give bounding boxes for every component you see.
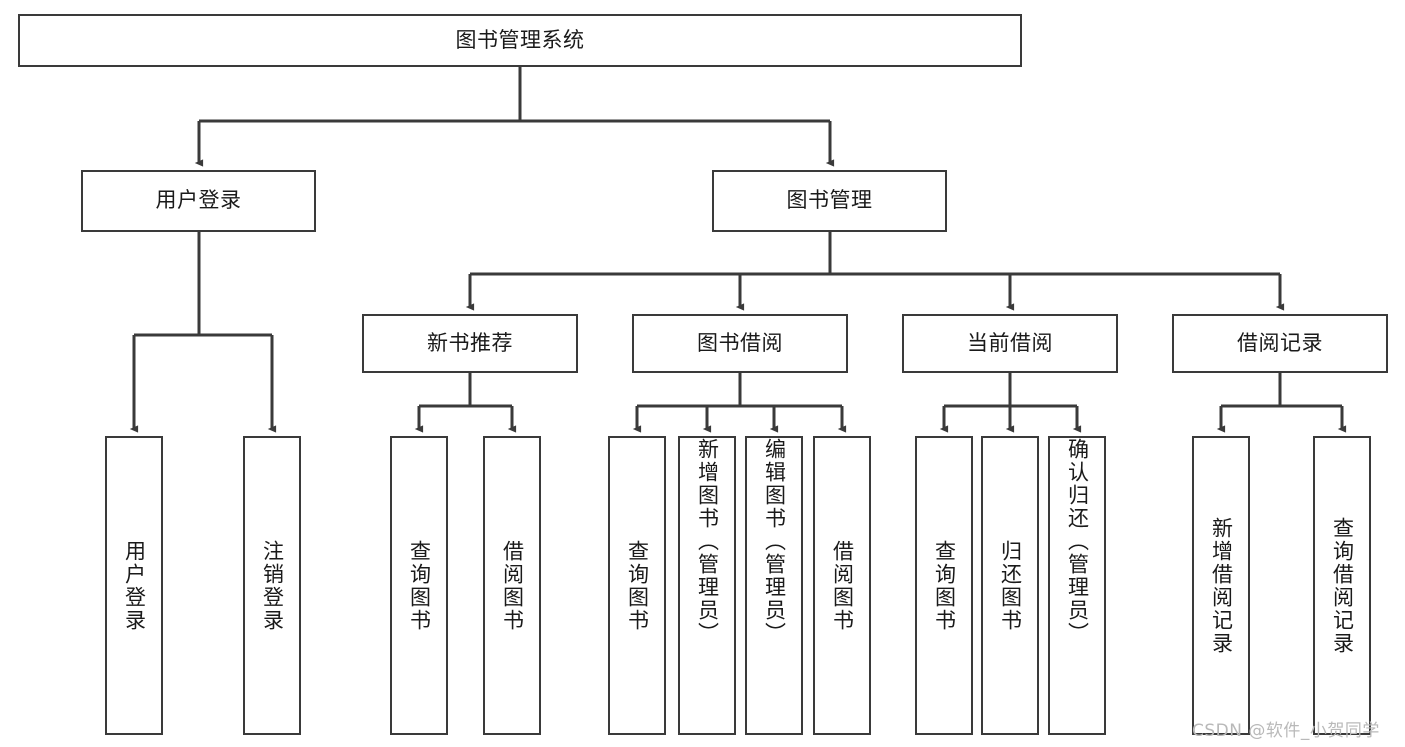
leaf-label: 借阅图书 [500,539,525,632]
node-new-book-recommend[interactable]: 新书推荐 [362,314,578,373]
leaf-label: 新增图书（管理员） [695,438,720,645]
leaf-borrow-edit-book[interactable]: 编辑图书（管理员） [745,436,803,735]
node-borrow-records[interactable]: 借阅记录 [1172,314,1388,373]
leaf-user-login-signin[interactable]: 用户登录 [105,436,163,735]
node-book-management[interactable]: 图书管理 [712,170,947,232]
node-book-borrow-label: 图书借阅 [697,330,783,355]
leaf-text-wrap: 新增图书（管理员） [680,438,734,733]
leaf-current-query-book[interactable]: 查询图书 [915,436,973,735]
leaf-borrow-query-book[interactable]: 查询图书 [608,436,666,735]
leaf-label: 借阅图书 [830,539,855,632]
node-current-borrow-label: 当前借阅 [967,330,1053,355]
node-borrow-records-label: 借阅记录 [1237,330,1323,355]
leaf-text-wrap: 借阅图书 [815,438,869,733]
leaf-label: 查询图书 [407,539,432,632]
leaf-current-confirm-return[interactable]: 确认归还（管理员） [1048,436,1106,735]
leaf-text-wrap: 查询图书 [917,438,971,733]
leaf-label: 查询图书 [625,539,650,632]
leaf-label: 编辑图书（管理员） [762,438,787,645]
node-current-borrow[interactable]: 当前借阅 [902,314,1118,373]
leaf-label: 归还图书 [998,539,1023,632]
leaf-recommend-query-book[interactable]: 查询图书 [390,436,448,735]
leaf-text-wrap: 归还图书 [983,438,1037,733]
leaf-text-wrap: 借阅图书 [485,438,539,733]
node-book-borrow[interactable]: 图书借阅 [632,314,848,373]
leaf-recommend-borrow-book[interactable]: 借阅图书 [483,436,541,735]
leaf-label: 确认归还（管理员） [1065,438,1090,645]
node-new-book-recommend-label: 新书推荐 [427,330,513,355]
leaf-text-wrap: 用户登录 [107,438,161,733]
csdn-watermark: CSDN @软件_小贺同学 [1192,721,1380,741]
leaf-label: 注销登录 [260,539,285,632]
leaf-text-wrap: 确认归还（管理员） [1050,438,1104,733]
leaf-text-wrap: 查询图书 [610,438,664,733]
leaf-label: 查询借阅记录 [1330,516,1355,655]
leaf-borrow-borrow-book[interactable]: 借阅图书 [813,436,871,735]
node-user-login-label: 用户登录 [155,188,242,213]
leaf-text-wrap: 注销登录 [245,438,299,733]
leaf-borrow-add-book[interactable]: 新增图书（管理员） [678,436,736,735]
leaf-label: 查询图书 [932,539,957,632]
leaf-text-wrap: 编辑图书（管理员） [747,438,801,733]
leaf-text-wrap: 新增借阅记录 [1194,438,1248,733]
leaf-text-wrap: 查询借阅记录 [1315,438,1369,733]
leaf-records-query-record[interactable]: 查询借阅记录 [1313,436,1371,735]
leaf-current-return-book[interactable]: 归还图书 [981,436,1039,735]
leaf-label: 新增借阅记录 [1209,516,1234,655]
leaf-records-add-record[interactable]: 新增借阅记录 [1192,436,1250,735]
node-user-login[interactable]: 用户登录 [81,170,316,232]
leaf-user-login-signout[interactable]: 注销登录 [243,436,301,735]
node-root[interactable]: 图书管理系统 [18,14,1022,67]
leaf-text-wrap: 查询图书 [392,438,446,733]
leaf-label: 用户登录 [122,539,147,632]
node-book-management-label: 图书管理 [786,188,873,213]
node-root-label: 图书管理系统 [455,27,585,52]
